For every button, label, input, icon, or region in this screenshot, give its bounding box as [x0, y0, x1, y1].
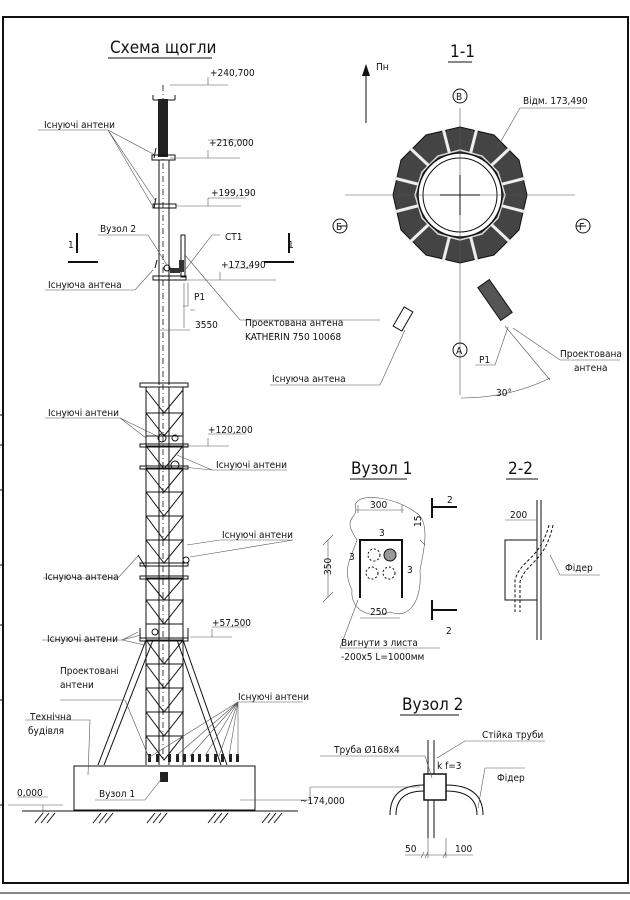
base-antennas: [148, 754, 239, 782]
node-1-dim-250: 250: [370, 607, 387, 618]
plan-elevation-note: Відм. 173,490: [523, 95, 588, 107]
technical-building: [73, 765, 256, 811]
section-mark-right: 1: [288, 240, 294, 251]
bracket-side: [504, 539, 538, 601]
axis-marker-a: [452, 342, 468, 358]
axis-label-b: Б: [336, 222, 342, 233]
label-existing-antenna-mid: Існуюча антена: [45, 572, 119, 583]
designed-antenna-st1: [180, 234, 186, 278]
designed-antenna-plan: [477, 278, 513, 322]
elevation-120200: +120,200: [208, 425, 253, 436]
label-designed-antenna-model: KATHERIN 750 10068: [245, 332, 341, 343]
section-2-2-feeder: Фідер: [565, 562, 593, 574]
plan-leaders: [270, 107, 620, 386]
node-1-breakline: [347, 497, 426, 616]
label-tech-building-2: будівля: [28, 725, 64, 737]
elevation-marks: [8, 77, 276, 813]
pipe-168: [423, 773, 447, 801]
label-existing-antennas-mid3: Існуючі антени: [222, 529, 293, 541]
north-label: Пн: [376, 62, 389, 73]
node-2-title: Вузол 2: [402, 695, 463, 715]
elevation-0000: 0,000: [17, 788, 43, 799]
label-designed-antenna: Проектована антена: [245, 318, 343, 329]
plan-angle: 30°: [496, 388, 512, 399]
node-2-dim-50: 50: [405, 844, 417, 855]
plan-p1: Р1: [479, 355, 490, 366]
label-tech-building-1: Технічна: [29, 711, 71, 723]
label-existing-antennas-mid2: Існуючі антени: [216, 459, 287, 471]
drawing-frame: [2, 16, 629, 884]
plan-designed-antenna-1: Проектована: [560, 349, 622, 360]
platform-173: [152, 275, 187, 281]
elevation-240700: +240,700: [210, 68, 255, 79]
elevation-173490: +173,490: [221, 260, 266, 271]
label-p1: Р1: [194, 292, 205, 303]
node-2-dim-100: 100: [455, 844, 472, 855]
node-2-weld: k f=3: [437, 761, 462, 772]
feeder-arc: [389, 784, 484, 816]
label-node-2: Вузол 2: [100, 224, 136, 235]
node-1-dims: [322, 505, 426, 619]
axis-label-g: Г: [579, 222, 585, 233]
ground-hatch: [34, 812, 283, 824]
mast-scheme-title: Схема щогли: [110, 38, 216, 58]
mast-scheme: Схема щогли: [8, 38, 380, 824]
label-existing-antennas-mid1: Існуючі антени: [48, 407, 119, 419]
leader-lines: [25, 129, 380, 801]
plan-existing-antenna: Існуюча антена: [272, 374, 346, 385]
section-2-mark-top: 2: [447, 495, 453, 506]
label-designed-antennas-1: Проектовані: [60, 665, 119, 677]
guy-wires: [97, 639, 228, 766]
node-1-bracket: [359, 539, 403, 598]
node-1-dim-300: 300: [370, 500, 387, 511]
feeder-pipe: [514, 524, 554, 612]
platform-199: [152, 203, 177, 209]
dim-3550: 3550: [195, 320, 218, 331]
label-existing-antenna-left: Існуюча антена: [48, 280, 122, 291]
node-1-dim-350: 350: [323, 558, 334, 575]
label-existing-antennas-top: Існуючі антени: [44, 119, 115, 131]
node-2-feeder: Фідер: [497, 772, 525, 784]
axis-marker-v: [452, 88, 468, 104]
section-mark-left: 1: [68, 240, 74, 251]
plan-designed-antenna-2: антена: [574, 363, 608, 374]
elevation-57500: +57,500: [212, 618, 251, 629]
left-border-ticks: [0, 414, 3, 806]
section-1-1-plan: 1-1 Пн В Б Г А Відм. 173,490 Існ: [270, 42, 622, 399]
axis-label-a: А: [456, 346, 463, 357]
label-st1: СТ1: [225, 232, 243, 243]
section-2-2-dim-200: 200: [510, 510, 527, 521]
section-1-markers: [68, 233, 294, 263]
node-1-title: Вузол 1: [351, 459, 412, 479]
section-2-2-title: 2-2: [508, 459, 533, 479]
node-2-pipe-post: Стійка труби: [482, 729, 543, 741]
section-2-mark-bottom: 2: [446, 626, 452, 637]
node-2-detail: Вузол 2 Труба Ø168х4 Стійка труби k f=3 …: [240, 695, 545, 859]
label-designed-antennas-2: антени: [60, 680, 94, 691]
node-1-weld-right: 3: [407, 565, 413, 576]
elevation-216000: +216,000: [209, 138, 254, 149]
label-node-1: Вузол 1: [99, 789, 135, 800]
label-existing-antennas-base: Існуючі антени: [238, 691, 309, 703]
section-2-2-detail: 2-2 200 Фідер: [504, 459, 600, 640]
axis-label-v: В: [456, 92, 462, 103]
label-existing-antennas-low: Існуючі антени: [47, 633, 118, 645]
platform-216: [151, 154, 176, 161]
node-1-weld-top: 3: [379, 528, 385, 539]
section-2-markers: [431, 498, 457, 620]
angle-arc: [460, 377, 551, 399]
mast-top-section: [158, 99, 168, 157]
node-1-detail: Вузол 1 300 350 250 15 3 3 3 2 2 Вигнути…: [322, 459, 457, 663]
node-2-pipe: Труба Ø168х4: [333, 744, 400, 756]
node-1-note-1: Вигнути з листа: [341, 638, 418, 649]
mast-lattice: [137, 382, 190, 765]
section-1-1-title: 1-1: [450, 42, 475, 62]
node-1-dim-15: 15: [413, 516, 424, 527]
existing-antenna-plan: [392, 306, 414, 332]
node-1-note-2: -200х5 L=1000мм: [341, 652, 424, 663]
node-1-weld-left: 3: [349, 552, 355, 563]
node-2-elevation: ~174,000: [300, 796, 345, 807]
elevation-199190: +199,190: [211, 188, 256, 199]
